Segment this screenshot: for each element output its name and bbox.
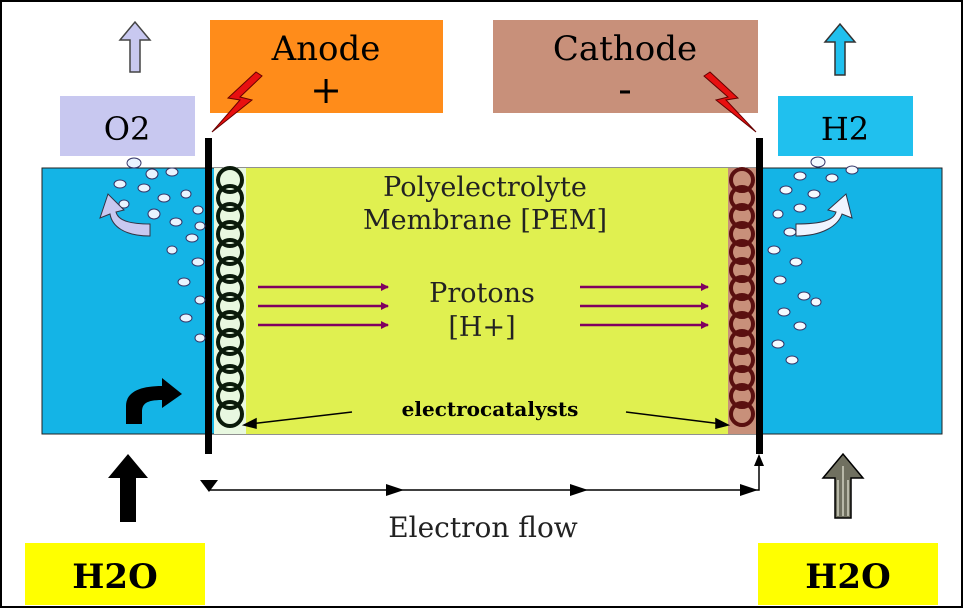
anode-sign: + [310, 68, 342, 112]
electrocatalysts-label: electrocatalysts [402, 397, 579, 421]
h2o-inlet-left-arrow-icon [108, 454, 148, 522]
hydrogen-rise-arrow-icon [795, 193, 853, 237]
protons-label-line2: [H+] [448, 312, 515, 343]
h2o-label-right: H2O [805, 557, 890, 597]
cathode-box [493, 20, 758, 113]
anode-electrocatalyst-layer [214, 166, 246, 434]
pem-membrane [246, 168, 730, 434]
water-inflow-arrow-icon [126, 378, 182, 424]
electrocatalysts-pointers [241, 411, 731, 429]
h2o-box-left [25, 543, 205, 605]
electron-flow-circuit [209, 460, 760, 491]
proton-flow-arrows-right [580, 283, 709, 329]
electron-flow-arrowheads [200, 454, 764, 496]
oxygen-bubbles [113, 157, 206, 343]
anode-box [210, 20, 443, 113]
membrane-label-line1: Polyelectrolyte [383, 172, 587, 203]
h2o-label-left: H2O [72, 557, 157, 597]
protons-label-line1: Protons [429, 278, 535, 309]
cathode-label: Cathode [553, 29, 697, 69]
o2-outlet-arrow-icon [118, 20, 152, 73]
cathode-spark-icon [703, 71, 757, 133]
anode-electrode [205, 138, 212, 454]
cathode-electrocatalyst-layer [728, 167, 756, 434]
h2-box [778, 96, 913, 156]
h2-label: H2 [821, 110, 869, 148]
h2o-inlet-right-arrow-icon [821, 452, 865, 519]
anode-label: Anode [271, 29, 381, 69]
cathode-sign: - [618, 67, 632, 113]
anode-spark-icon [211, 71, 263, 133]
oxygen-rise-arrow-icon [99, 193, 151, 237]
o2-box [60, 96, 195, 156]
cathode-electrode [756, 138, 763, 454]
h2o-box-right [758, 543, 938, 605]
o2-label: O2 [104, 110, 151, 148]
proton-flow-arrows-left [258, 283, 389, 329]
membrane-label-line2: Membrane [PEM] [363, 205, 607, 236]
h2-outlet-arrow-icon [823, 22, 857, 76]
electron-flow-label: Electron flow [388, 511, 578, 544]
